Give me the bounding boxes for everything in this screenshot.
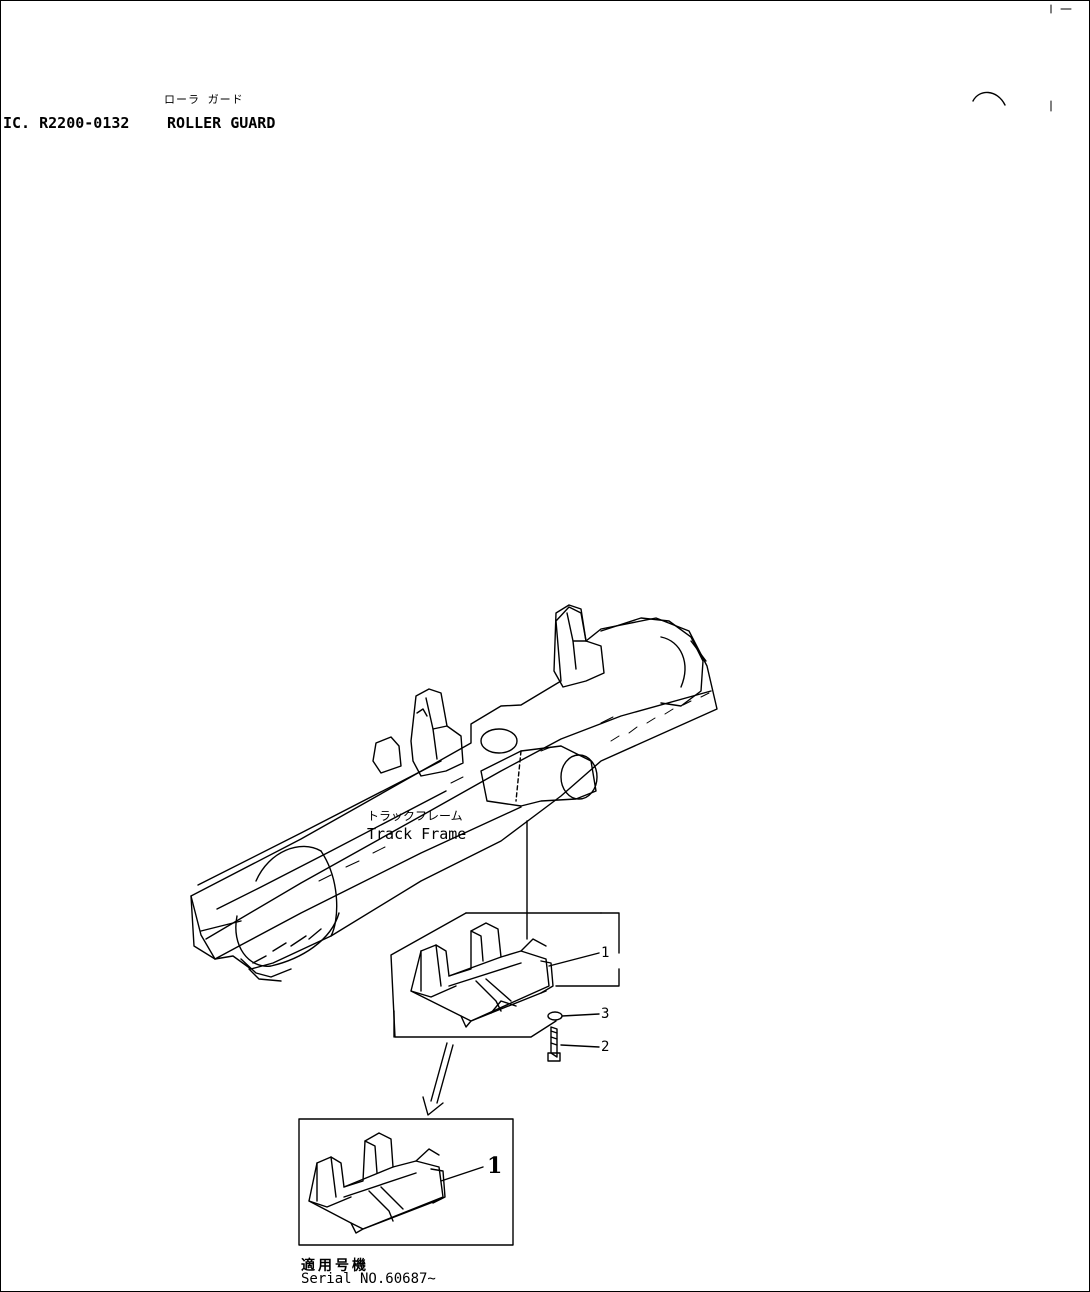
callout-1-upper: 1 [601, 945, 610, 961]
track-frame [190, 604, 718, 982]
title-japanese: ローラ ガード [164, 93, 244, 106]
serial-label-jp: 適用号機 [301, 1258, 369, 1274]
roller-guard-detail-box [390, 912, 620, 1038]
callout-3: 3 [601, 1006, 610, 1022]
drawing-code: IC. R2200-0132 [3, 114, 130, 132]
washer-part [547, 1011, 600, 1021]
corner-mark [972, 91, 1006, 106]
roller-guard-new-box [298, 1118, 514, 1246]
change-arrow [422, 1042, 454, 1116]
serial-number: Serial NO.60687~ [301, 1271, 436, 1287]
edge-marks [1050, 4, 1072, 112]
callout-1-lower: 1 [487, 1153, 503, 1179]
page-title: ROLLER GUARD [167, 114, 276, 132]
bolt-part [547, 1026, 600, 1062]
roller-guard-upper [410, 922, 600, 1028]
track-frame-label-jp: トラックフレーム [367, 809, 463, 823]
track-frame-label: Track Frame [367, 825, 467, 843]
callout-2: 2 [601, 1039, 610, 1055]
roller-guard-lower [308, 1132, 484, 1234]
